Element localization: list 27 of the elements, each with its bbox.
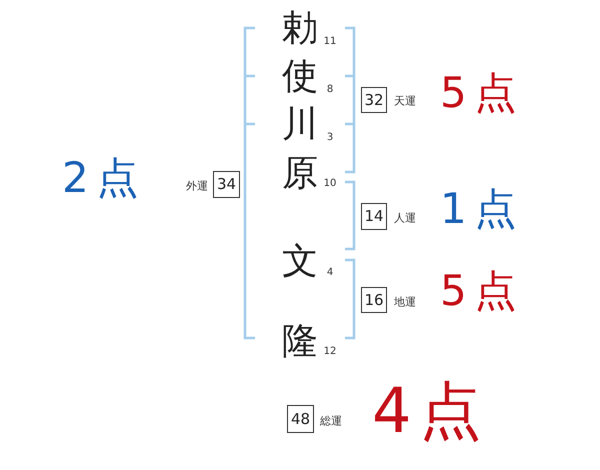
fortune-label: 外運 — [186, 180, 208, 192]
name-character: 文 — [282, 244, 318, 280]
name-character: 隆 — [282, 324, 318, 360]
stroke-count: 12 — [324, 347, 336, 357]
name-character: 勅 — [282, 11, 318, 47]
score-text: 5点 — [440, 72, 525, 114]
score-text: 2点 — [62, 157, 147, 199]
name-character: 川 — [282, 107, 318, 143]
number-box: 14 — [361, 203, 387, 230]
name-character: 使 — [282, 59, 318, 95]
number-box: 34 — [213, 171, 240, 198]
fortune-label: 地運 — [394, 296, 416, 308]
score-text: 4点 — [372, 380, 490, 442]
number-box: 48 — [287, 405, 314, 433]
score-text: 5点 — [440, 270, 525, 312]
score-text: 1点 — [440, 188, 525, 230]
stroke-count: 8 — [326, 85, 334, 95]
stroke-count: 10 — [324, 179, 336, 189]
stroke-count: 4 — [326, 268, 334, 278]
fortune-label: 天運 — [394, 96, 416, 106]
fortune-label: 人運 — [394, 212, 416, 224]
stroke-count: 11 — [324, 37, 336, 47]
number-box: 32 — [361, 87, 387, 113]
name-character: 原 — [282, 156, 318, 192]
number-box: 16 — [361, 287, 387, 313]
fortune-label: 総運 — [320, 416, 342, 426]
stroke-count: 3 — [326, 133, 334, 143]
